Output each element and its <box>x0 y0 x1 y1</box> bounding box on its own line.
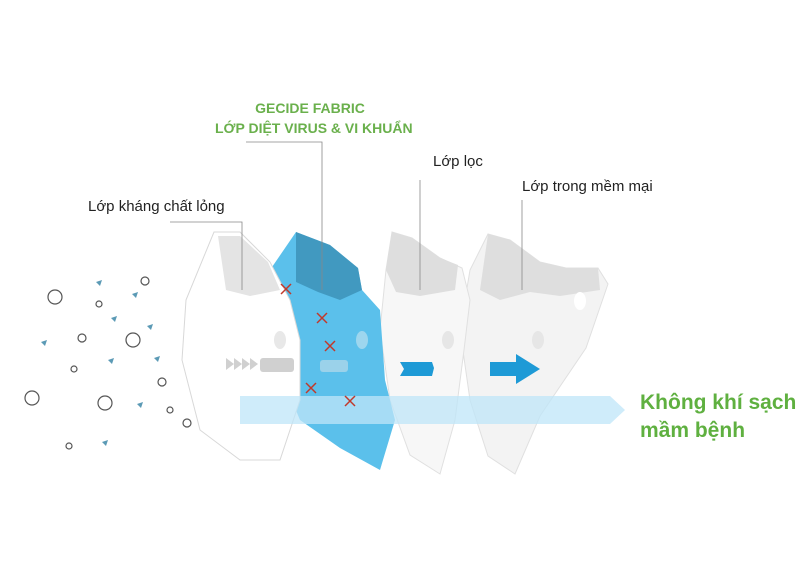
gecide-title: GECIDE FABRIC LỚP DIỆT VIRUS & VI KHUẨN <box>215 98 413 138</box>
gecide-title-line2: LỚP DIỆT VIRUS & VI KHUẨN <box>215 120 413 136</box>
layer-label-inner-soft: Lớp trong mềm mại <box>522 178 653 195</box>
filter-arrow-icon <box>400 362 434 376</box>
layer-label-liquid-resistant: Lớp kháng chất lỏng <box>88 198 225 215</box>
output-line1: Không khí sạch <box>640 391 797 414</box>
gecide-title-line1: GECIDE FABRIC <box>255 100 365 116</box>
filter-layer <box>379 231 471 475</box>
leader-lines <box>170 141 523 290</box>
virus-killed-icons <box>280 283 356 407</box>
chevron-arrows <box>226 358 294 372</box>
inner-arrow-icon <box>490 354 540 384</box>
particle-icons <box>41 280 160 446</box>
output-clean-air: Không khí sạch mầm bệnh <box>640 389 796 445</box>
virus-icons <box>24 276 192 450</box>
inner-soft-layer <box>459 233 609 475</box>
output-line2: mầm bệnh <box>640 419 746 442</box>
layer-label-filter: Lớp lọc <box>433 153 483 170</box>
airflow-band <box>240 396 625 424</box>
